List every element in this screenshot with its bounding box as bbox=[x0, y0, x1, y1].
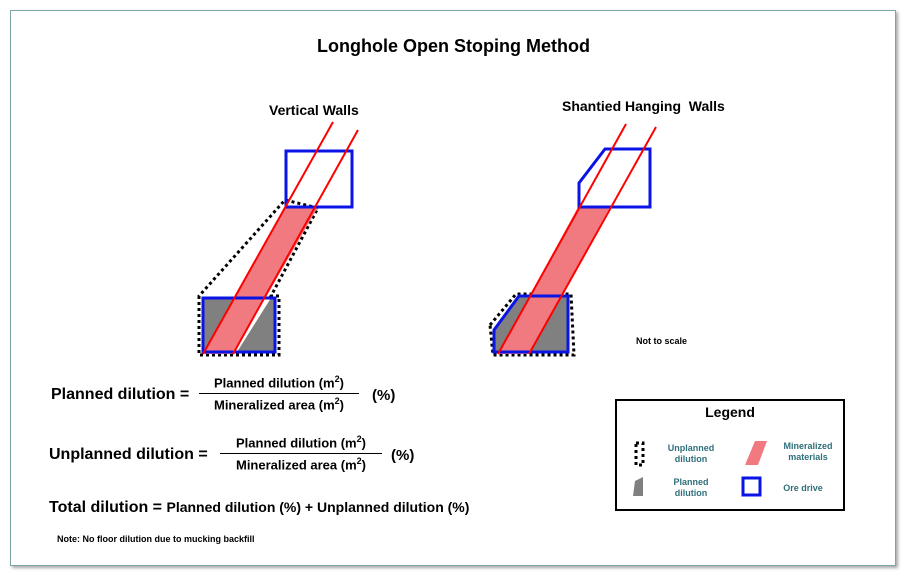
right-mineralized-zone bbox=[498, 207, 610, 354]
left-mineralized-zone bbox=[203, 207, 318, 354]
not-to-scale-label: Not to scale bbox=[636, 336, 688, 346]
planned-unit: (%) bbox=[372, 387, 396, 404]
legend-planned-swatch bbox=[633, 477, 643, 496]
left-footwall-line bbox=[202, 121, 334, 355]
right-footwall-line bbox=[497, 123, 627, 355]
unplanned-denominator: Mineralized area (m2) bbox=[235, 456, 366, 473]
right-lower-ore-drive bbox=[492, 294, 570, 354]
unplanned-unit: (%) bbox=[391, 447, 415, 464]
legend-ore-drive-swatch bbox=[741, 476, 762, 497]
right-upper-ore-drive bbox=[577, 147, 652, 209]
legend-title: Legend bbox=[705, 404, 755, 420]
fraction-bar bbox=[199, 393, 359, 395]
right-stope bbox=[488, 123, 657, 357]
right-planned-dilution-right bbox=[530, 296, 568, 352]
legend-ore-drive-label: Ore drive bbox=[783, 483, 823, 493]
total-dilution-expression: Planned dilution (%) + Unplanned dilutio… bbox=[166, 499, 470, 515]
legend-mineralized-swatch bbox=[745, 441, 767, 465]
shantied-walls-label: Shantied Hanging Walls bbox=[562, 98, 725, 114]
planned-numerator: Planned dilution (m2) bbox=[214, 374, 344, 391]
left-unplanned-dilution-outline bbox=[197, 198, 321, 357]
unplanned-dilution-label: Unplanned dilution = bbox=[49, 446, 208, 463]
left-planned-dilution-right bbox=[237, 298, 275, 352]
right-hangingwall-line bbox=[528, 126, 657, 355]
unplanned-numerator: Planned dilution (m2) bbox=[236, 434, 366, 451]
planned-dilution-label: Planned dilution = bbox=[51, 386, 190, 403]
left-lower-ore-drive bbox=[201, 296, 277, 354]
planned-dilution-fraction: Planned dilution (m2) Mineralized area (… bbox=[199, 374, 359, 413]
legend-unplanned-swatch bbox=[634, 441, 645, 467]
planned-denominator: Mineralized area (m2) bbox=[213, 396, 344, 413]
total-dilution-label: Total dilution = bbox=[49, 499, 163, 516]
unplanned-dilution-fraction: Planned dilution (m2) Mineralized area (… bbox=[220, 434, 382, 473]
fraction-bar bbox=[220, 453, 382, 455]
left-upper-ore-drive bbox=[284, 149, 354, 209]
diagram-title: Longhole Open Stoping Method bbox=[317, 36, 590, 56]
vertical-walls-label: Vertical Walls bbox=[269, 102, 359, 118]
left-hangingwall-line bbox=[232, 129, 359, 355]
legend-swatches bbox=[633, 441, 767, 497]
left-stope bbox=[197, 121, 359, 357]
total-dilution-formula: Total dilution = Planned dilution (%) + … bbox=[49, 499, 469, 517]
floor-dilution-note: Note: No floor dilution due to mucking b… bbox=[57, 534, 255, 544]
